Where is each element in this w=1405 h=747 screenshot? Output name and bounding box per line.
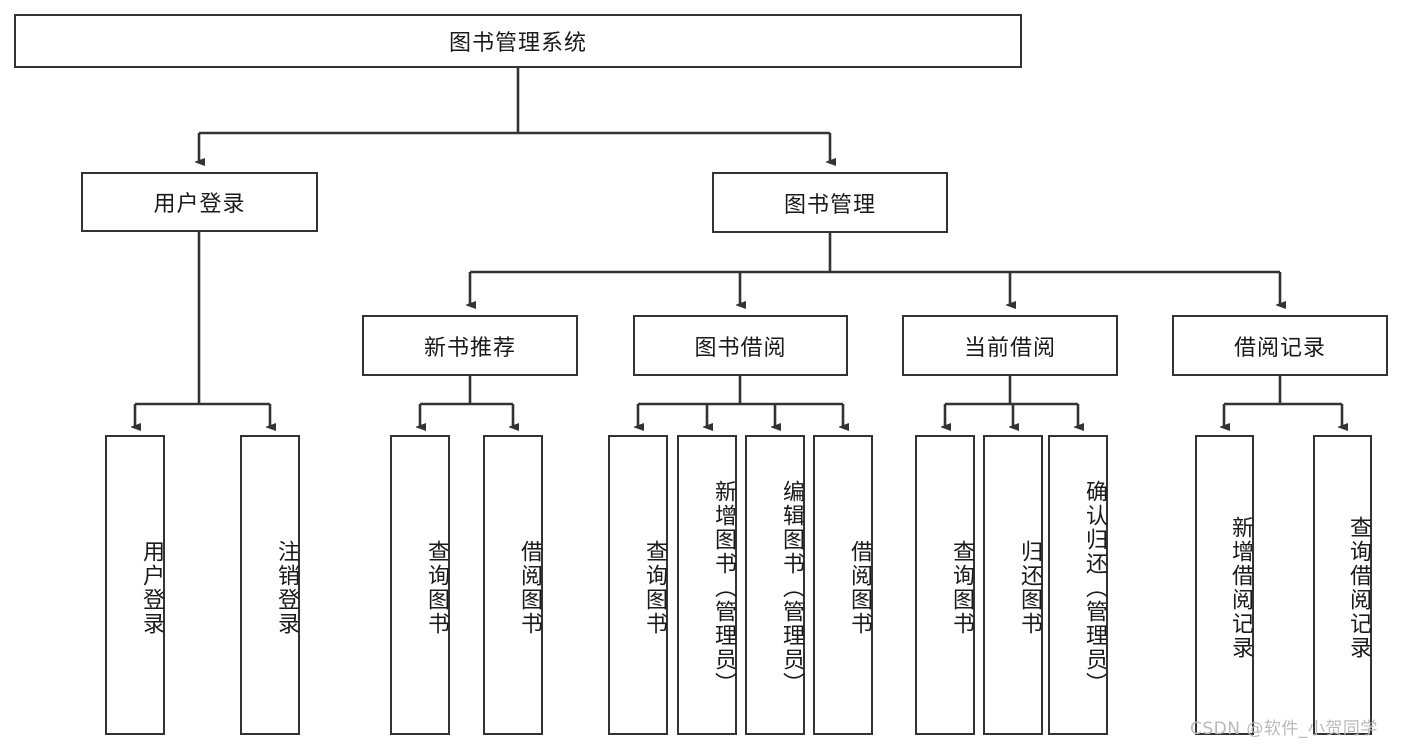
leaf-current-borrow-query[interactable]: 查询图书	[915, 435, 975, 735]
node-label: 编辑图书（管理员）	[779, 480, 804, 696]
leaf-current-borrow-return[interactable]: 归还图书	[983, 435, 1043, 735]
leaf-current-borrow-confirm-admin[interactable]: 确认归还（管理员）	[1048, 435, 1108, 735]
leaf-new-book-query[interactable]: 查询图书	[390, 435, 450, 735]
node-label: 查询借阅记录	[1346, 516, 1371, 660]
node-borrow-record[interactable]: 借阅记录	[1172, 315, 1388, 376]
node-label: 新书推荐	[423, 335, 516, 361]
node-label: 用户登录	[153, 192, 246, 217]
leaf-book-borrow-add-admin[interactable]: 新增图书（管理员）	[677, 435, 737, 735]
node-label: 注销登录	[274, 540, 299, 636]
leaf-book-borrow-borrow[interactable]: 借阅图书	[813, 435, 873, 735]
node-label: 查询图书	[642, 540, 667, 636]
watermark-text: CSDN @软件_小贺同学	[1190, 719, 1378, 739]
node-label: 查询图书	[949, 540, 974, 636]
node-new-book-recommend[interactable]: 新书推荐	[362, 315, 578, 376]
node-book-borrow[interactable]: 图书借阅	[633, 315, 848, 376]
node-label: 借阅图书	[517, 540, 542, 636]
node-label: 图书管理	[783, 192, 876, 218]
node-current-borrow[interactable]: 当前借阅	[902, 315, 1118, 376]
node-book-management[interactable]: 图书管理	[712, 172, 948, 233]
node-label: 用户登录	[139, 540, 164, 636]
node-label: 新增图书（管理员）	[711, 480, 736, 696]
node-label: 当前借阅	[963, 335, 1056, 361]
leaf-borrow-record-add[interactable]: 新增借阅记录	[1195, 435, 1254, 735]
leaf-new-book-borrow[interactable]: 借阅图书	[483, 435, 543, 735]
leaf-user-login-signin[interactable]: 用户登录	[105, 435, 165, 735]
node-user-login[interactable]: 用户登录	[81, 172, 318, 232]
node-label: 新增借阅记录	[1228, 516, 1253, 660]
node-label: 图书借阅	[694, 335, 787, 361]
node-label: 查询图书	[424, 540, 449, 636]
node-root-book-management-system[interactable]: 图书管理系统	[14, 14, 1022, 68]
node-label: 借阅记录	[1233, 335, 1326, 361]
leaf-borrow-record-query[interactable]: 查询借阅记录	[1313, 435, 1372, 735]
node-label: 借阅图书	[847, 540, 872, 636]
leaf-user-login-signout[interactable]: 注销登录	[240, 435, 300, 735]
leaf-book-borrow-query[interactable]: 查询图书	[608, 435, 668, 735]
node-label: 归还图书	[1017, 540, 1042, 636]
node-label: 图书管理系统	[448, 31, 587, 56]
node-label: 确认归还（管理员）	[1082, 480, 1107, 696]
leaf-book-borrow-edit-admin[interactable]: 编辑图书（管理员）	[745, 435, 805, 735]
